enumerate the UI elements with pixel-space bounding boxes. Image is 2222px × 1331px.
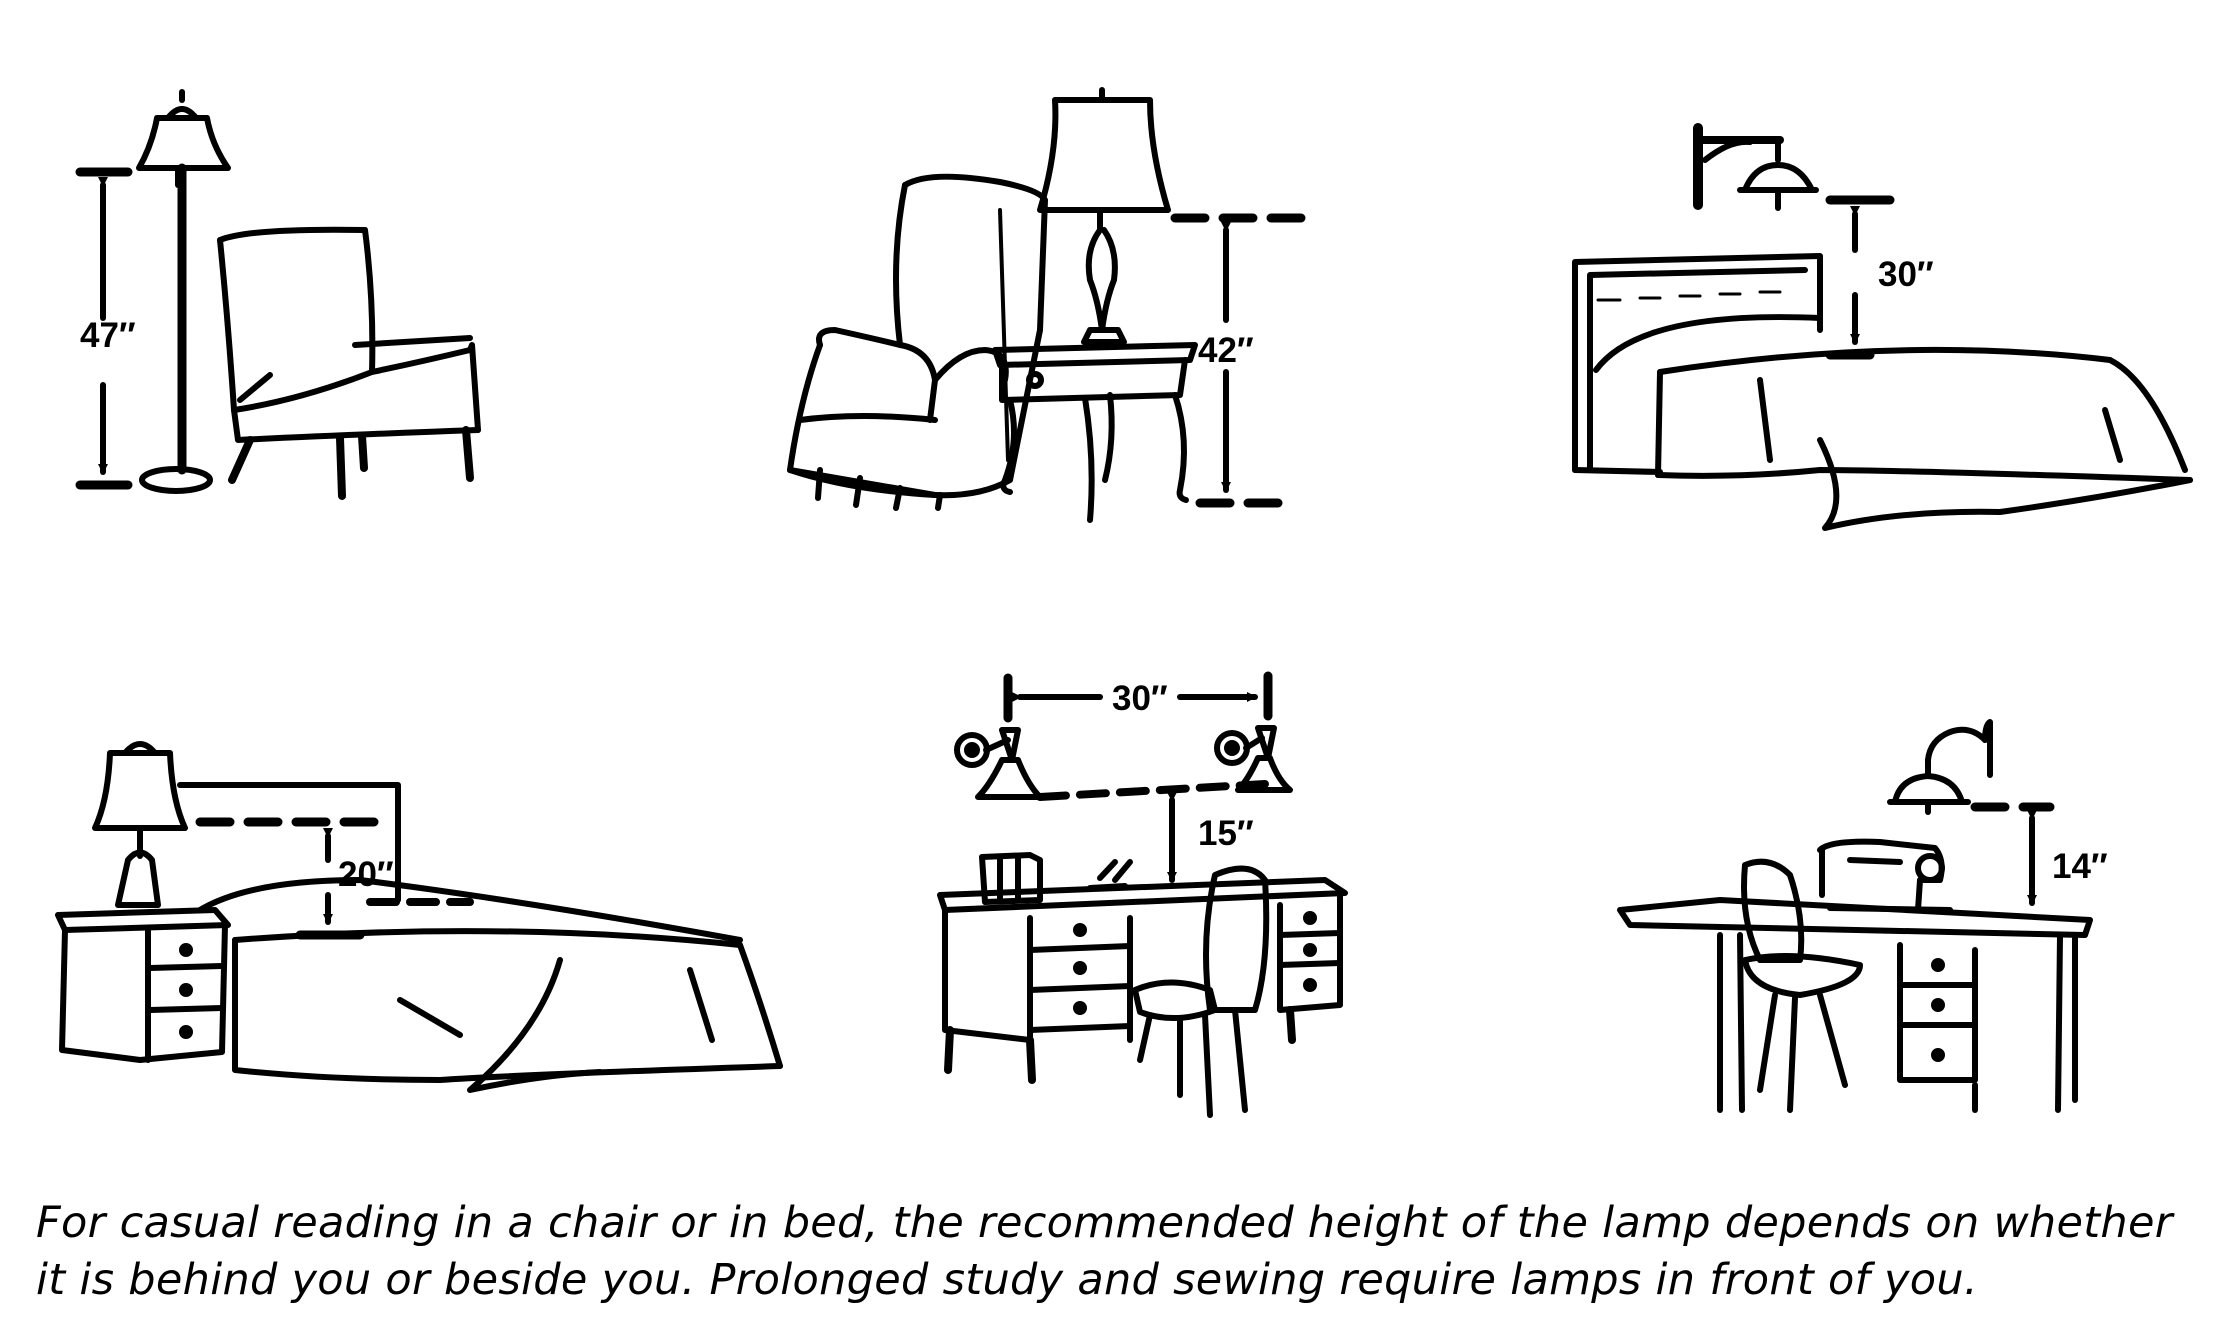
label-30-bed: 30″: [1878, 255, 1934, 294]
desk: [937, 852, 1348, 1084]
label-42: 42″: [1198, 331, 1254, 370]
dimension-15: [1036, 780, 1269, 883]
nightstand-lamp: [92, 741, 188, 908]
table-lamp: [1037, 87, 1171, 345]
sewing-machine: [1817, 838, 1953, 913]
scene-wingchair-table-lamp: [787, 87, 1310, 523]
floor-lamp: [136, 89, 231, 494]
dimension-47: [75, 167, 133, 490]
dimension-14: [1970, 802, 2055, 906]
sewing-table: [1617, 897, 2093, 1113]
label-14: 14″: [2052, 847, 2108, 886]
scene-floor-lamp-chair: [75, 89, 481, 500]
caption-line-1: For casual reading in a chair or in bed,…: [36, 1198, 2173, 1248]
scene-sewing-lamp: [1617, 719, 2093, 1113]
label-15: 15″: [1198, 814, 1254, 853]
label-20: 20″: [338, 855, 394, 894]
scene-wall-lamp-bed: [1572, 123, 2193, 531]
desk-chair: [1132, 865, 1270, 1118]
dimension-42: [1170, 213, 1310, 508]
side-table: [992, 342, 1198, 523]
scene-bedside-lamp: [55, 741, 783, 1093]
goose-neck-lamp: [1887, 719, 1993, 815]
right-wall-lamp: [1214, 725, 1293, 793]
label-47: 47″: [80, 316, 136, 355]
dimension-20: [195, 817, 474, 940]
label-30-lamps: 30″: [1112, 679, 1168, 718]
figure-caption: For casual reading in a chair or in bed,…: [36, 1195, 2206, 1309]
caption-line-2: it is behind you or beside you. Prolonge…: [36, 1255, 1978, 1305]
wall-lamp: [1693, 123, 1819, 211]
left-wall-lamp: [954, 727, 1043, 800]
headboard-bed: [1572, 253, 2193, 531]
sewing-chair: [1741, 858, 1863, 1113]
wing-chair: [787, 173, 1048, 511]
bed-headboard: [177, 782, 783, 1093]
scene-desk-wall-lamps: [937, 671, 1348, 1118]
nightstand: [55, 907, 231, 1063]
dimension-30-lamps: [1003, 671, 1273, 723]
armchair: [217, 226, 481, 500]
